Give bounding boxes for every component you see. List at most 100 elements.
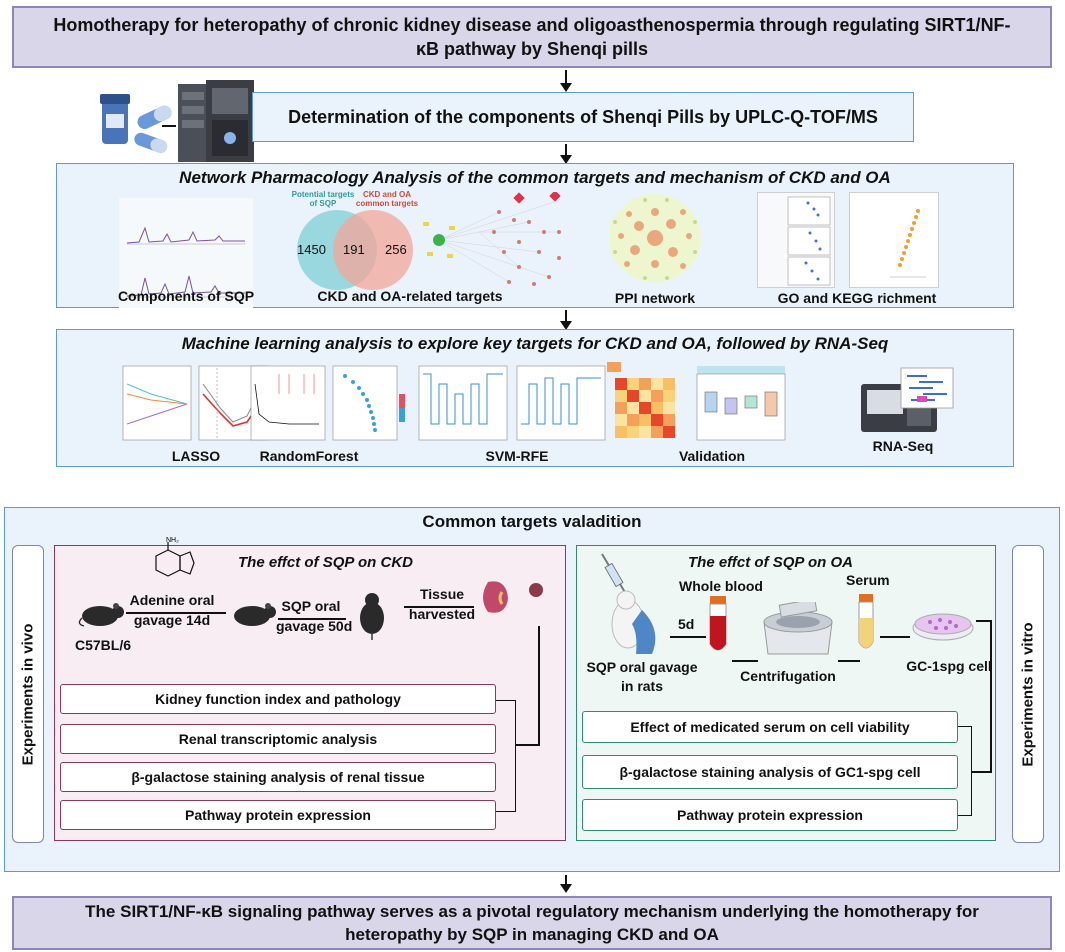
kidney-icon <box>483 581 543 613</box>
oa-bracket <box>958 726 972 816</box>
chromatogram-thumbnail <box>119 198 253 308</box>
arrow-left-icon <box>516 744 540 746</box>
venn-right-label-line-1: CKD and OA <box>363 190 411 199</box>
ppi-network-thumbnail <box>609 194 701 282</box>
caption-ckd-oa-targets: CKD and OA-related targets <box>317 288 503 304</box>
oa-item-cell-viability: Effect of medicated serum on cell viabil… <box>582 711 958 743</box>
main-title-line-2: κB pathway by Shenqi pills <box>415 39 649 59</box>
ckd-bracket <box>496 700 516 812</box>
ckd-item-galactose-staining: β-galactose staining analysis of renal t… <box>60 762 496 792</box>
ckd-step2-label: SQP oral gavage 50d <box>276 596 353 636</box>
ckd-step1-line-1: Adenine oral <box>129 592 215 608</box>
arrow-right-icon <box>880 636 910 638</box>
rats-label-line-1: SQP oral gavage <box>586 659 698 675</box>
venn-right-count: 256 <box>385 242 407 257</box>
venn-left-label-line-1: Potential targets <box>291 190 355 199</box>
arrow-right-icon <box>838 660 860 662</box>
arrow-left-icon <box>972 771 992 773</box>
oa-panel-title: The effct of SQP on OA <box>688 554 854 571</box>
compound-target-network-thumbnail <box>423 192 561 286</box>
oa-item-pathway-protein: Pathway protein expression <box>582 799 958 831</box>
in-vivo-label-box: Experiments in vivo <box>12 545 44 843</box>
venn-left-count: 1450 <box>297 242 326 257</box>
svm-rfe-thumbnail <box>417 364 609 444</box>
ckd-step1-label: Adenine oral gavage 14d <box>124 590 220 630</box>
ckd-panel-title: The effct of SQP on CKD <box>238 554 414 571</box>
c57bl6-label: C57BL/6 <box>74 637 132 653</box>
in-vitro-label: Experiments in vitro <box>1019 621 1037 767</box>
pill-capsules-icon <box>100 94 172 153</box>
conclusion-line-2: heteropathy by SQP in managing CKD and O… <box>345 925 719 944</box>
caption-components-of-sqp: Components of SQP <box>117 288 255 304</box>
caption-randomforest: RandomForest <box>259 448 359 464</box>
centrifugation-label: Centrifugation <box>740 668 836 684</box>
venn-diagram <box>297 210 413 290</box>
ckd-step3-line-2: harvested <box>408 606 476 622</box>
whole-blood-label: Whole blood <box>679 578 763 594</box>
venn-overlap-count: 191 <box>343 242 365 257</box>
validation-heatmap-thumbnail <box>605 358 685 450</box>
main-title-box: Homotherapy for heteropathy of chronic k… <box>12 6 1052 68</box>
sequencer-icon <box>861 367 954 432</box>
svg-text:NH₂: NH₂ <box>166 537 179 544</box>
caption-rna-seq: RNA-Seq <box>872 438 934 454</box>
rats-label: SQP oral gavage in rats <box>584 658 700 696</box>
mouse-icon <box>78 603 124 627</box>
kegg-enrichment-thumbnail <box>849 192 939 288</box>
mouse-icon <box>234 603 276 626</box>
venn-left-label: Potential targets of SQP <box>283 190 363 208</box>
venn-right-label-line-2: common targets <box>355 199 419 208</box>
main-title-line-1: Homotherapy for heteropathy of chronic k… <box>53 15 1011 35</box>
network-pharmacology-box: Network Pharmacology Analysis of the com… <box>56 163 1014 308</box>
serum-tube-icon <box>858 594 874 649</box>
arrow-down-icon <box>560 70 572 92</box>
cell-label: GC-1spg cell <box>906 658 992 674</box>
blood-tube-icon <box>709 596 727 651</box>
ckd-step2-line-1: SQP oral <box>281 598 341 614</box>
arrow-right-icon <box>404 606 474 608</box>
ckd-step3-label: Tissue harvested <box>404 584 480 624</box>
in-vivo-label: Experiments in vivo <box>19 623 37 765</box>
arrow-right-icon <box>278 618 346 620</box>
adenine-structure-icon: NH₂ <box>155 537 195 577</box>
oa-connector-top <box>976 620 992 622</box>
caption-validation: Validation <box>678 448 746 464</box>
ckd-step2-line-2: gavage 50d <box>276 618 353 634</box>
randomforest-thumbnail <box>249 364 409 444</box>
caption-go-kegg: GO and KEGG richment <box>777 290 937 306</box>
uplc-step-box: Determination of the components of Shenq… <box>252 92 914 142</box>
mass-spectrometer-icon <box>178 80 254 162</box>
ckd-connector <box>538 626 540 746</box>
mouse-icon <box>360 593 384 640</box>
validation-boxplot-thumbnail <box>689 364 789 444</box>
oa-connector <box>990 620 992 772</box>
caption-ppi-network: PPI network <box>614 290 696 306</box>
machine-learning-title: Machine learning analysis to explore key… <box>181 334 889 353</box>
arrow-down-icon <box>560 144 572 164</box>
in-vitro-label-box: Experiments in vitro <box>1012 545 1044 843</box>
uplc-step-title: Determination of the components of Shenq… <box>288 106 878 127</box>
ckd-item-kidney-function: Kidney function index and pathology <box>60 684 496 714</box>
go-enrichment-thumbnail <box>757 192 835 288</box>
venn-left-label-line-2: of SQP <box>309 199 337 208</box>
arrow-down-icon <box>560 875 572 893</box>
caption-svm-rfe: SVM-RFE <box>485 448 549 464</box>
venn-right-label: CKD and OA common targets <box>347 190 427 208</box>
serum-label: Serum <box>846 572 890 588</box>
oa-item-galactose-staining: β-galactose staining analysis of GC1-spg… <box>582 755 958 789</box>
validation-title: Common targets valadition <box>422 512 642 531</box>
arrow-down-icon <box>560 310 572 330</box>
ckd-step3-line-1: Tissue <box>419 586 465 602</box>
culture-dish-icon <box>912 613 974 641</box>
ckd-item-renal-transcriptomic: Renal transcriptomic analysis <box>60 724 496 754</box>
ckd-item-pathway-protein: Pathway protein expression <box>60 800 496 830</box>
conclusion-box: The SIRT1/NF-κB signaling pathway serves… <box>12 896 1052 950</box>
arrow-right-icon <box>162 125 176 127</box>
ckd-step1-line-2: gavage 14d <box>133 612 211 628</box>
conclusion-line-1: The SIRT1/NF-κB signaling pathway serves… <box>85 902 979 921</box>
arrow-right-icon <box>126 612 226 614</box>
caption-lasso: LASSO <box>171 448 221 464</box>
network-pharmacology-title: Network Pharmacology Analysis of the com… <box>179 168 891 187</box>
syringe-and-rat-icon <box>601 553 656 654</box>
machine-learning-box: Machine learning analysis to explore key… <box>56 329 1014 467</box>
